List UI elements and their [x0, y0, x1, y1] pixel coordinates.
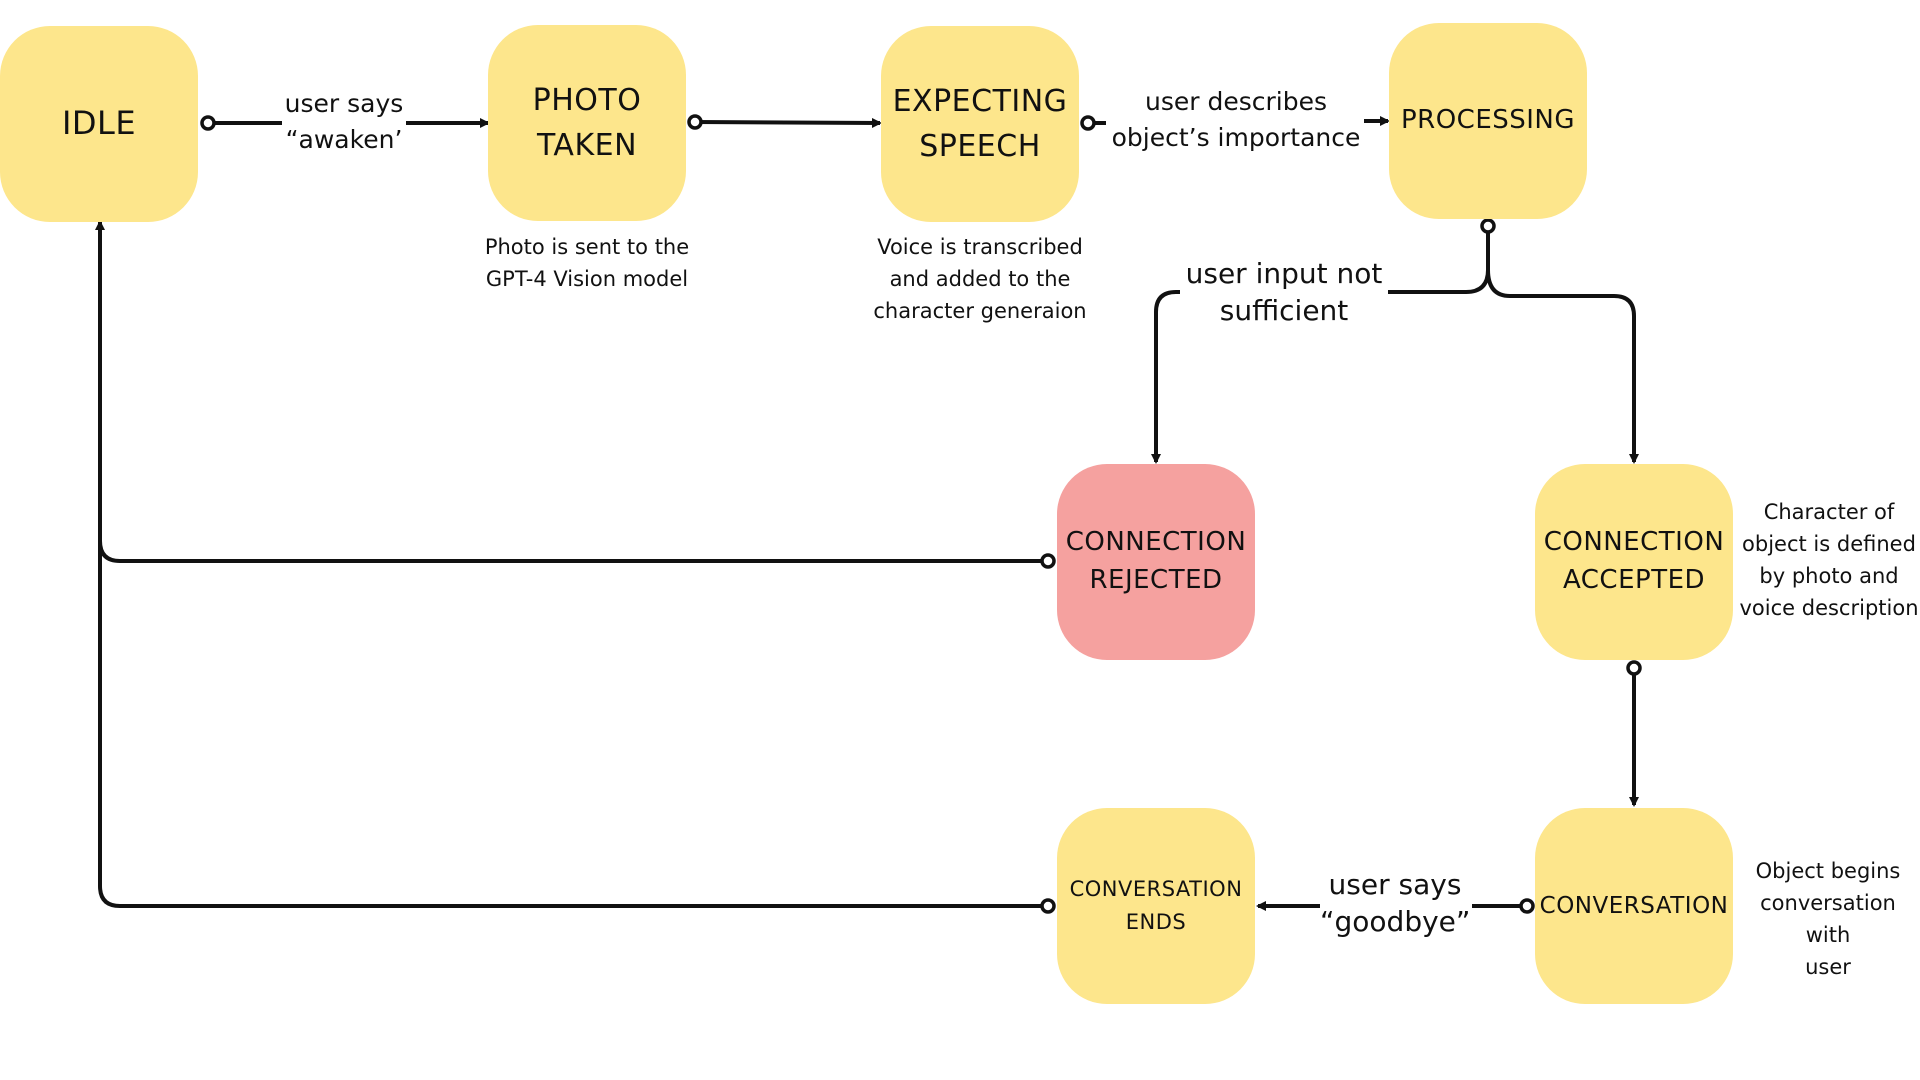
node-idle-label: IDLE — [61, 104, 137, 143]
node-connection-rejected: CONNECTION REJECTED — [1057, 464, 1255, 660]
node-conversation-ends-label: CONVERSATION ENDS — [1069, 877, 1243, 934]
edge-label-awaken: user says “awaken’ — [283, 86, 405, 159]
node-photo-taken-label: PHOTO TAKEN — [532, 83, 642, 163]
edge-processing-to-accepted — [1486, 269, 1639, 464]
node-connection-rejected-label: CONNECTION REJECTED — [1065, 527, 1247, 595]
port-speech-out — [1080, 115, 1096, 131]
node-expecting-speech-label: EXPECTING SPEECH — [892, 84, 1068, 164]
edge-label-describes: user describes object’s importance — [1108, 84, 1364, 157]
port-processing-out — [1480, 218, 1496, 234]
edge-processing-to-rejected — [1377, 269, 1490, 294]
port-idle-out — [200, 115, 216, 131]
edge-ends-to-idle — [98, 541, 1048, 908]
node-processing: PROCESSING — [1389, 23, 1587, 219]
port-photo-out — [687, 114, 703, 130]
node-conversation: CONVERSATION — [1535, 808, 1733, 1004]
edge-processing-to-rejected-b — [1151, 290, 1266, 464]
edge-label-goodbye: user says “goodbye” — [1320, 867, 1470, 941]
note-character: Character of object is defined by photo … — [1739, 500, 1919, 620]
edge-label-not-sufficient: user input not sufficient — [1180, 256, 1388, 330]
note-conversation: Object begins conversation with user — [1755, 859, 1901, 979]
node-connection-accepted: CONNECTION ACCEPTED — [1535, 464, 1733, 660]
note-voice: Voice is transcribed and added to the ch… — [873, 235, 1087, 323]
node-expecting-speech: EXPECTING SPEECH — [881, 26, 1079, 222]
note-photo: Photo is sent to the GPT-4 Vision model — [484, 235, 690, 291]
node-conversation-label: CONVERSATION — [1539, 892, 1729, 919]
node-connection-accepted-label: CONNECTION ACCEPTED — [1543, 527, 1725, 595]
node-idle: IDLE — [0, 26, 198, 222]
port-accepted-out — [1626, 660, 1642, 676]
node-photo-taken: PHOTO TAKEN — [488, 25, 686, 221]
port-conversation-out — [1519, 898, 1535, 914]
node-processing-label: PROCESSING — [1400, 105, 1576, 136]
node-conversation-ends: CONVERSATION ENDS — [1057, 808, 1255, 1004]
port-ends-out — [1040, 898, 1056, 914]
port-rejected-out — [1040, 553, 1056, 569]
edge-photo-to-speech — [694, 117, 882, 128]
